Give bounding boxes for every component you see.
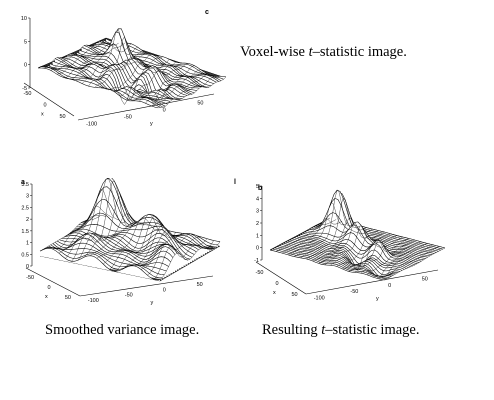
x-tick-label: -50 — [256, 270, 264, 276]
surface-plot-b: 5 4 3 2 1 0 -1 -50 0 50 -100 -50 0 50 x y — [248, 178, 448, 308]
caption-c-pre: Voxel-wise — [240, 44, 309, 60]
z-tick-label: 5 — [256, 184, 259, 190]
y-tick-label: -100 — [88, 298, 99, 304]
z-tick-label: 10 — [21, 16, 27, 22]
z-tick-label: 1.5 — [21, 229, 29, 235]
surface-plot-a-svg: 3.5 3 2.5 2 1.5 1 0.5 0 -50 0 50 -100 -50 0 50 x y — [21, 178, 221, 306]
mesh-lines — [269, 189, 446, 294]
x-tick-label: 50 — [65, 295, 71, 301]
axes: 3.5 3 2.5 2 1.5 1 0.5 0 -50 0 50 -100 -50 0 50 x y — [21, 182, 214, 306]
caption-voxel-wise: Voxel-wise t–statistic image. — [240, 44, 407, 61]
y-axis-label: y — [151, 300, 154, 306]
y-axis-label: y — [376, 296, 379, 302]
panel-letter-a: a — [21, 179, 25, 186]
caption-b-var: t — [321, 322, 326, 338]
z-tick-label: 0.5 — [21, 252, 29, 258]
z-tick-label: -5 — [22, 86, 27, 92]
y-tick-label: 0 — [163, 287, 166, 293]
z-tick-label: 0 — [256, 246, 259, 252]
caption-b-pre: Resulting — [262, 322, 322, 338]
z-tick-label: 0 — [24, 63, 27, 69]
panel-side-mark-l: l — [234, 179, 236, 186]
y-tick-label: 50 — [197, 101, 203, 107]
z-tick-label: 4 — [256, 196, 259, 202]
z-tick-label: 3 — [256, 209, 259, 215]
caption-b-post: –statistic image. — [325, 322, 420, 338]
y-tick-label: -50 — [124, 114, 132, 120]
z-tick-label: 5 — [24, 39, 27, 45]
x-tick-label: -50 — [24, 91, 32, 97]
caption-c-post: –statistic image. — [312, 44, 407, 60]
y-axis-label: y — [150, 121, 153, 127]
y-tick-label: 50 — [422, 276, 428, 282]
y-tick-label: -100 — [314, 296, 325, 302]
z-tick-label: 0 — [26, 264, 29, 270]
x-tick-label: 0 — [43, 103, 46, 109]
z-tick-label: 1 — [26, 241, 29, 247]
x-axis-label: x — [273, 290, 276, 296]
mesh-lines — [39, 178, 221, 281]
panel-letter-c: c — [205, 9, 209, 16]
surface-plot-b-svg: 5 4 3 2 1 0 -1 -50 0 50 -100 -50 0 50 x y — [254, 184, 446, 302]
y-tick-label: 0 — [163, 108, 166, 114]
caption-resulting-t: Resulting t–statistic image. — [262, 322, 419, 339]
x-tick-label: 50 — [59, 114, 65, 120]
axes: 5 4 3 2 1 0 -1 -50 0 50 -100 -50 0 50 x y — [254, 184, 439, 302]
y-tick-label: 0 — [388, 283, 391, 289]
z-tick-label: 1 — [256, 233, 259, 239]
z-tick-label: 3.5 — [21, 182, 29, 188]
z-tick-label: 2 — [26, 217, 29, 223]
y-tick-label: -50 — [350, 289, 358, 295]
x-axis-label: x — [45, 294, 48, 300]
z-tick-label: -1 — [254, 258, 259, 264]
x-tick-label: -50 — [26, 275, 34, 281]
y-tick-label: -100 — [86, 121, 97, 127]
caption-c-var: t — [308, 44, 313, 60]
x-tick-label: 50 — [291, 292, 297, 298]
mesh-lines — [37, 28, 227, 129]
y-tick-label: -50 — [125, 293, 133, 299]
surface-plot-a: 3.5 3 2.5 2 1.5 1 0.5 0 -50 0 50 -100 -50 0 50 x y — [18, 178, 223, 308]
z-tick-label: 3 — [26, 194, 29, 200]
z-tick-label: 2 — [256, 221, 259, 227]
y-tick-label: 50 — [197, 282, 203, 288]
x-tick-label: 0 — [47, 285, 50, 291]
panel-letter-b: b — [258, 185, 263, 192]
x-tick-label: 0 — [275, 281, 278, 287]
z-tick-label: 2.5 — [21, 205, 29, 211]
caption-smoothed-variance: Smoothed variance image. — [45, 322, 200, 338]
x-axis-label: x — [41, 112, 44, 118]
